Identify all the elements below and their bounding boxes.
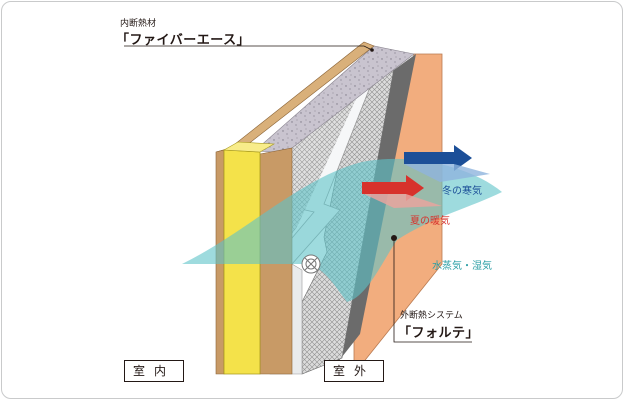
- vapor-flow-shape: [182, 158, 502, 302]
- summer-arrow-shadow: [364, 194, 442, 208]
- leader-line-inner-insulation: [124, 45, 374, 52]
- summer-warm-air-label: 夏の暖気: [410, 216, 450, 227]
- exterior-system-caption: 外断熱システム: [400, 311, 463, 321]
- winter-arrow-shadow: [404, 164, 490, 182]
- vapor-label: 水蒸気・湿気: [432, 261, 492, 272]
- inner-insulation-product-name: 「ファイバーエース」: [116, 33, 251, 48]
- outdoor-label: 室外: [324, 360, 384, 382]
- exterior-system-product-name: 「フォルテ」: [398, 326, 480, 341]
- summer-warm-air-arrow: [362, 175, 424, 201]
- leader-line-exterior-system: [391, 235, 472, 343]
- indoor-label: 室内: [124, 360, 184, 382]
- winter-cold-air-label: 冬の寒気: [442, 186, 482, 197]
- inner-insulation-caption: 内断熱材: [120, 19, 157, 29]
- anchor-fixture-icon: [301, 254, 321, 274]
- inner-insulation-top: [222, 141, 276, 153]
